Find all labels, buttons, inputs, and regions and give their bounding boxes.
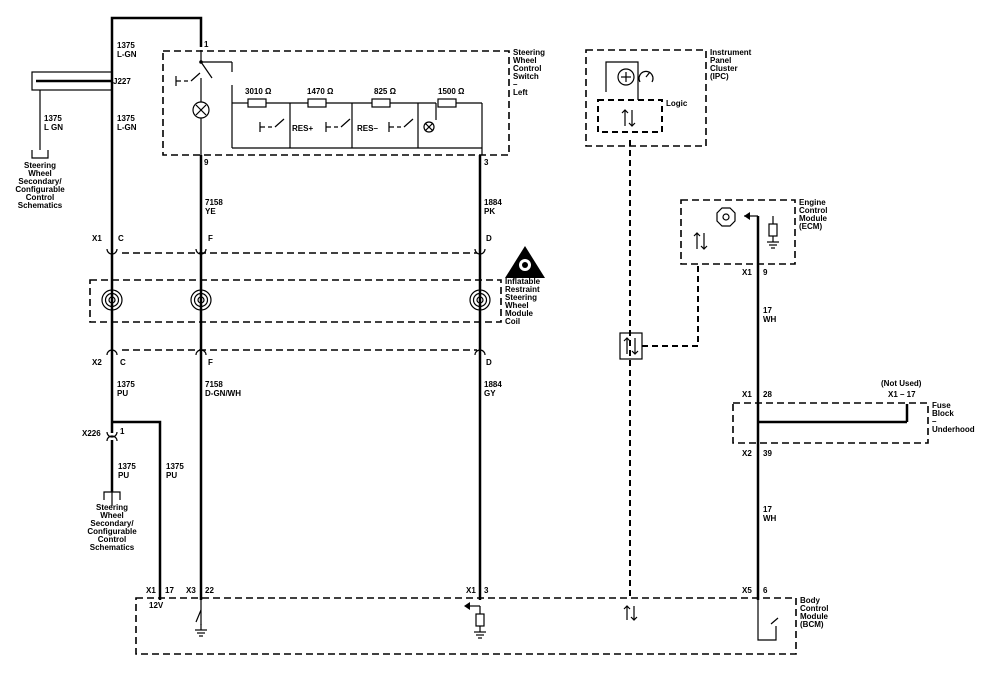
- connector-label: X226: [82, 429, 101, 438]
- indicator-lamp-icon: [423, 121, 435, 133]
- pin-label: 1: [120, 427, 125, 436]
- ipc-internals: [597, 61, 663, 133]
- wire-label-circuit: 1375: [117, 380, 135, 389]
- wire-label-circuit: 1375: [166, 462, 184, 471]
- connector-label: X1: [92, 234, 102, 243]
- ecm-box: [680, 199, 796, 265]
- wire-label-color: WH: [763, 315, 777, 324]
- illumination-bulb-icon: [195, 104, 207, 116]
- wire-17: [756, 216, 909, 600]
- logic-label: Logic: [666, 99, 688, 108]
- wire-label-color: YE: [205, 207, 216, 216]
- wire-label-circuit: 7158: [205, 198, 223, 207]
- connector-label: X1: [742, 268, 752, 277]
- wire-label-circuit: 1375: [44, 114, 62, 123]
- airbag-warning-icon: [505, 246, 545, 278]
- wire-label-color: WH: [763, 514, 777, 523]
- connector-pin-icon: [106, 248, 486, 255]
- resistor-icon: [247, 98, 457, 108]
- pin-label: C: [120, 358, 126, 367]
- wire-label-circuit: 17: [763, 505, 772, 514]
- pin-label: 39: [763, 449, 772, 458]
- pin-label: D: [486, 358, 492, 367]
- pin-label: 17: [165, 586, 174, 595]
- clockspring-coil-box: [89, 279, 502, 323]
- ecm-data-link: [642, 264, 699, 347]
- pin-label: D: [486, 234, 492, 243]
- connector-label: X1: [146, 586, 156, 595]
- wire-label-color: L GN: [44, 123, 63, 132]
- bcm-box: [135, 597, 797, 655]
- connector-label: X1: [466, 586, 476, 595]
- wire-label-color: L-GN: [117, 50, 137, 59]
- connector-label: J227: [113, 77, 131, 86]
- wire-label-circuit: 1884: [484, 380, 502, 389]
- pin-label: 28: [763, 390, 772, 399]
- ipc-box: [585, 49, 707, 147]
- pin-label: 6: [763, 586, 768, 595]
- wire-label-circuit: 17: [763, 306, 772, 315]
- pin-label: 3: [484, 158, 489, 167]
- wire-label-circuit: 1375: [118, 462, 136, 471]
- connector-label: X2: [742, 449, 752, 458]
- pin-label: F: [208, 358, 213, 367]
- wire-label-color: PU: [118, 471, 129, 480]
- connector-label: X2: [92, 358, 102, 367]
- wire-label-color: L-GN: [117, 123, 137, 132]
- wire-label-circuit: 1375: [117, 114, 135, 123]
- wire-label-circuit: 1375: [117, 41, 135, 50]
- connector-label: X5: [742, 586, 752, 595]
- connector-x226: [106, 420, 162, 600]
- wire-label-color: PU: [166, 471, 177, 480]
- pin-label: 9: [204, 158, 209, 167]
- steering-wheel-control-switch-box: [162, 50, 510, 156]
- ecm-internals: [693, 207, 779, 250]
- wire-label-color: PK: [484, 207, 495, 216]
- resistor-label: 1500 Ω: [438, 87, 465, 96]
- splice-j227: [31, 71, 113, 150]
- data-arrow-icon: [623, 605, 638, 621]
- resistor-label: 3010 Ω: [245, 87, 272, 96]
- ref-bracket: [103, 491, 121, 500]
- not-used-label: (Not Used): [881, 379, 922, 388]
- voltage-label: 12V: [149, 601, 164, 610]
- pin-label: F: [208, 234, 213, 243]
- connector-pin-icon: [106, 349, 486, 356]
- pin-label: C: [118, 234, 124, 243]
- pin-label: 9: [763, 268, 768, 277]
- resistor-label: 1470 Ω: [307, 87, 334, 96]
- wire-label-circuit: 1884: [484, 198, 502, 207]
- switch-label-res-minus: RES–: [357, 124, 378, 133]
- fuse-block-box: [732, 402, 929, 444]
- wire-label-circuit: 7158: [205, 380, 223, 389]
- switch-label-res-plus: RES+: [292, 124, 313, 133]
- switch-contact-icon: [175, 72, 414, 132]
- pin-label: X1 – 17: [888, 390, 916, 399]
- pin-label: 22: [205, 586, 214, 595]
- coil-spiral-icon: [101, 289, 491, 311]
- pin-label: 1: [204, 40, 209, 49]
- bcm-internals: [195, 600, 779, 641]
- ref-bracket: [31, 150, 49, 159]
- wire-label-color: PU: [117, 389, 128, 398]
- wire-label-color: GY: [484, 389, 496, 398]
- connector-label: X1: [742, 390, 752, 399]
- resistor-label: 825 Ω: [374, 87, 397, 96]
- pin-label: 3: [484, 586, 489, 595]
- connector-label: X3: [186, 586, 196, 595]
- wire-label-color: D-GN/WH: [205, 389, 241, 398]
- swc-internal-wiring: [192, 50, 483, 155]
